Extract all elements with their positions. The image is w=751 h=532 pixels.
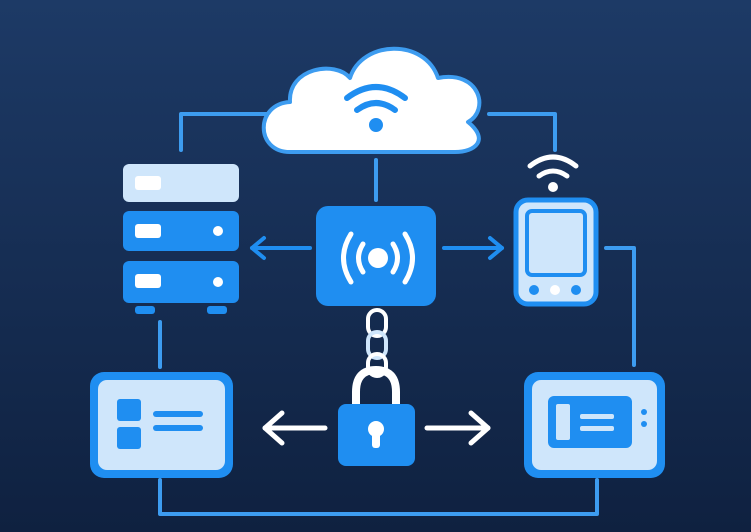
edge-cloud-server	[179, 112, 272, 152]
dashboard-panel-icon	[90, 372, 233, 478]
server-unit-1	[123, 164, 239, 202]
edge-cloud-mobile	[487, 112, 557, 152]
hub-arrows	[250, 236, 504, 260]
wireless-signal-icon	[316, 206, 436, 306]
lock-arrows	[262, 410, 491, 446]
cloud-wifi-icon	[261, 46, 482, 154]
arrow-lock-to-right-panel	[424, 410, 491, 446]
control-panel-icon	[524, 372, 665, 478]
arrow-lock-to-left-panel	[262, 410, 328, 446]
arrow-hub-to-mobile	[442, 236, 504, 260]
server-unit-2	[123, 211, 239, 251]
edge-panels-bottom	[158, 478, 599, 516]
chain-link-icon	[366, 308, 388, 378]
server-rack-icon	[123, 164, 239, 314]
padlock-icon	[338, 365, 415, 466]
edge-mobile-panel	[604, 246, 636, 367]
arrow-hub-to-server	[250, 236, 312, 260]
smartphone-wifi-icon	[513, 154, 599, 307]
connector-lines	[158, 112, 636, 516]
mobile-wifi-symbol	[527, 154, 579, 179]
server-unit-3	[123, 261, 239, 303]
cloud-wifi-symbol	[344, 84, 408, 113]
